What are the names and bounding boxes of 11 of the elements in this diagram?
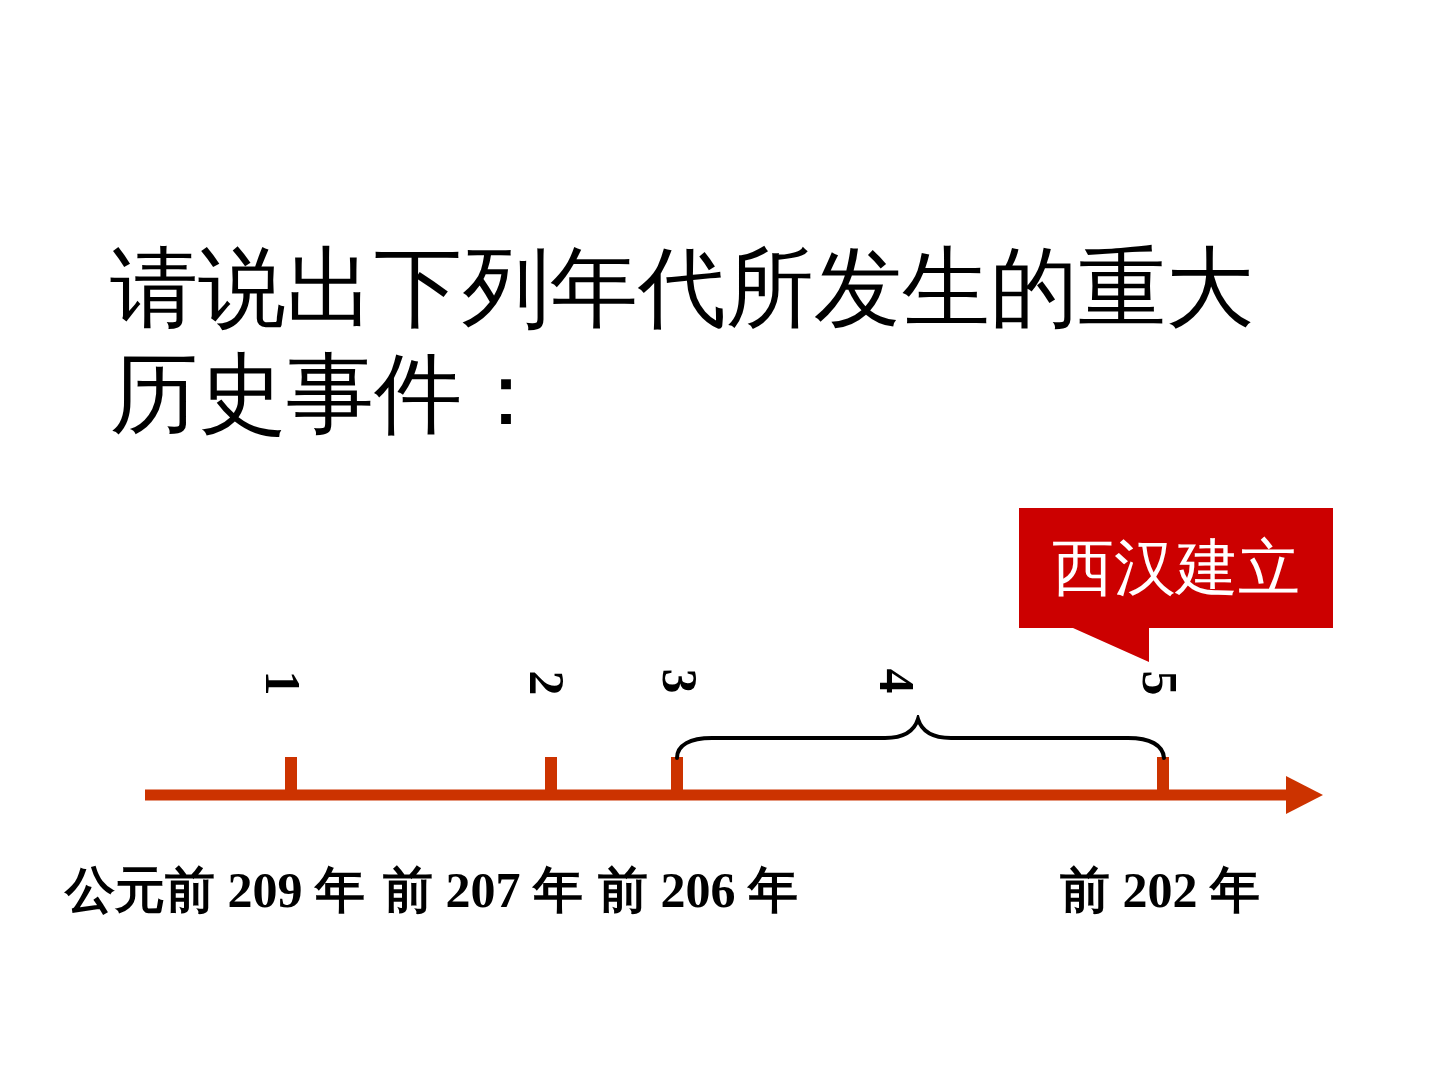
year-label: 前 207 年: [383, 865, 583, 915]
year-label: 前 206 年: [598, 865, 798, 915]
year-label: 公元前 209 年: [65, 865, 365, 915]
tick-number: 4: [872, 668, 922, 694]
tick-number: 5: [1135, 670, 1185, 696]
year-label: 前 202 年: [1060, 865, 1260, 915]
tick-number: 2: [522, 670, 572, 696]
tick-number: 1: [258, 670, 308, 696]
tick-number: 3: [655, 668, 705, 694]
callout-box: 西汉建立: [1019, 508, 1333, 662]
heading: 请说出下列年代所发生的重大历史事件：: [110, 239, 1255, 445]
